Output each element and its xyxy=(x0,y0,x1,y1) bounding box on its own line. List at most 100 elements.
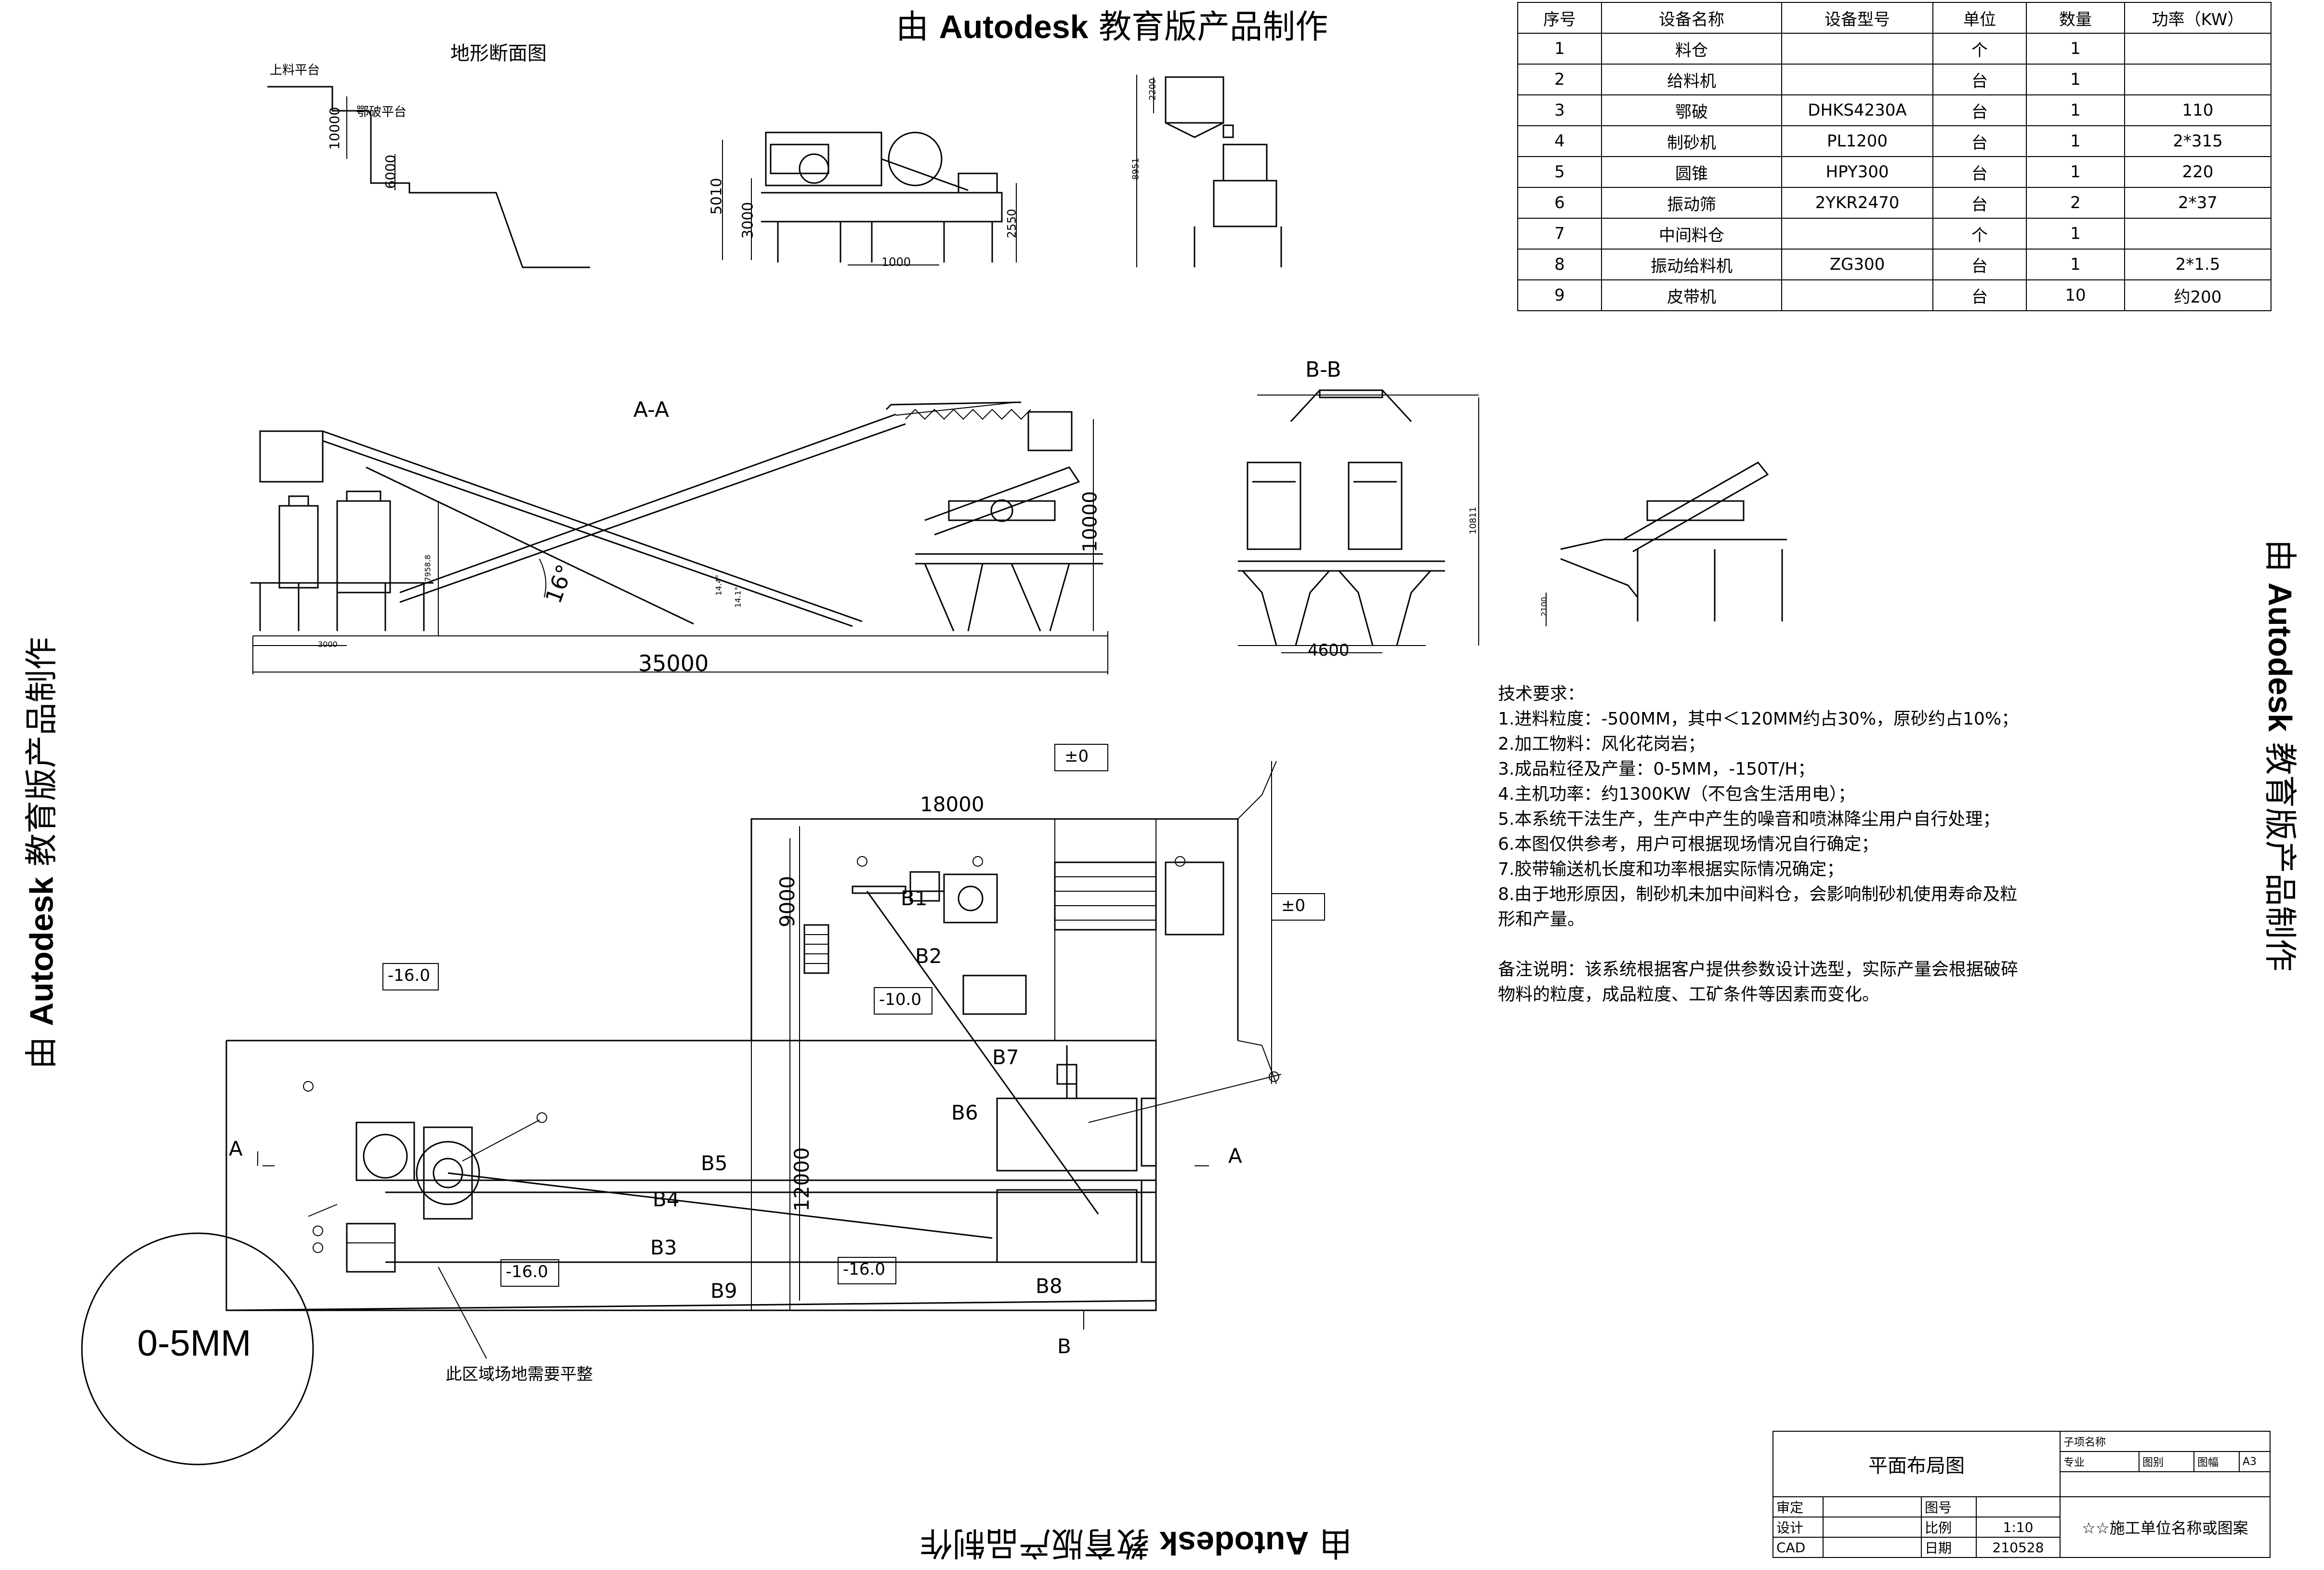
cell: 台 xyxy=(1932,64,2027,95)
subname-label: 子项名称 xyxy=(2060,1431,2271,1452)
remark-line: 物料的粒度，成品粒度、工矿条件等因素而变化。 xyxy=(1498,985,1880,1004)
blank-cell xyxy=(1976,1496,2061,1517)
cell: 台 xyxy=(1932,125,2027,157)
watermark-suffix: 教育版产品制作 xyxy=(23,637,61,867)
cell: 4 xyxy=(1517,125,1602,157)
note-item: 2.加工物料：风化花岗岩； xyxy=(1498,734,1706,754)
jaw-crusher-elevation xyxy=(722,132,1017,265)
cell: 制砂机 xyxy=(1601,125,1782,157)
cell: DHKS4230A xyxy=(1781,94,1933,126)
blank-cell xyxy=(1823,1496,1922,1517)
cell: 6 xyxy=(1517,187,1602,219)
cell xyxy=(1781,218,1933,250)
cell: 9 xyxy=(1517,279,1602,311)
terrain-profile xyxy=(267,86,590,268)
cell: ZG300 xyxy=(1781,249,1933,280)
header-index: 序号 xyxy=(1517,2,1602,34)
drawing-name: 平面布局图 xyxy=(1773,1431,2061,1497)
section-mark-a-left: A xyxy=(229,1137,243,1161)
date-value: 210528 xyxy=(1976,1537,2061,1558)
cell: 220 xyxy=(2124,156,2271,188)
section-bb xyxy=(1238,389,1479,653)
site-leveling-note: 此区域场地需要平整 xyxy=(446,1365,593,1384)
plan-elev-n16-b: -16.0 xyxy=(506,1262,548,1281)
dim-3000: 3000 xyxy=(739,202,757,239)
product-size-label: 0-5MM xyxy=(137,1323,251,1364)
cell: 2 xyxy=(1517,64,1602,95)
plan-elev-n10: -10.0 xyxy=(879,990,921,1009)
plan-elev-zero-1: ±0 xyxy=(1064,747,1089,766)
section-mark-b: B xyxy=(1057,1334,1071,1358)
terrain-title: 地形断面图 xyxy=(450,42,547,65)
section-bb-height: 10811 xyxy=(1468,506,1479,535)
section-aa-height: 10000 xyxy=(1079,491,1102,553)
cad-label: CAD xyxy=(1773,1537,1824,1558)
notes-title: 技术要求： xyxy=(1498,684,1585,704)
cell: 1 xyxy=(1517,33,1602,65)
header-model: 设备型号 xyxy=(1781,2,1933,34)
section-aa-tilt1: 14.4° xyxy=(714,574,723,596)
note-item: 5.本系统干法生产，生产中产生的噪音和喷淋降尘用户自行处理； xyxy=(1498,809,2000,829)
belt-b1: B1 xyxy=(901,886,928,910)
belt-b2: B2 xyxy=(915,944,942,968)
cell: 10 xyxy=(2026,279,2125,311)
cell: 皮带机 xyxy=(1601,279,1782,311)
major-label: 专业 xyxy=(2060,1451,2140,1472)
watermark-prefix: 由 xyxy=(896,8,929,46)
cell: 3 xyxy=(1517,94,1602,126)
cell: 2YKR2470 xyxy=(1781,187,1933,219)
dim-5010: 5010 xyxy=(708,178,725,215)
note-item: 1.进料粒度：-500MM，其中＜120MM约占30%，原砂约占10%； xyxy=(1498,709,2019,729)
terrain-upper-platform: 上料平台 xyxy=(270,63,320,78)
section-aa-dim-vert: 7958.8 xyxy=(423,554,433,582)
cell: 个 xyxy=(1932,33,2027,65)
side-view-dim: 2100 xyxy=(1539,597,1549,617)
header-qty: 数量 xyxy=(2026,2,2125,34)
plan-view xyxy=(81,744,1325,1465)
cone-elevation xyxy=(1136,75,1282,267)
bili-label: 比例 xyxy=(1921,1517,1977,1538)
title-block: 平面布局图 子项名称 专业 图别 图幅 A3 审定 图号 ☆☆施工单位名称或图案… xyxy=(1773,1431,2271,1558)
tubie-label: 图别 xyxy=(2139,1451,2194,1472)
section-bb-width: 4600 xyxy=(1308,641,1350,660)
blank-cell xyxy=(1823,1517,1922,1538)
cell: 料仓 xyxy=(1601,33,1782,65)
cell: 台 xyxy=(1932,187,2027,219)
cell xyxy=(1781,64,1933,95)
note-item: 7.胶带输送机长度和功率根据实际情况确定； xyxy=(1498,859,1844,879)
plan-dim-18000: 18000 xyxy=(920,792,985,816)
cell: 1 xyxy=(2026,156,2125,188)
terrain-dim-6000: 6000 xyxy=(382,154,399,189)
plan-elev-n16-c: -16.0 xyxy=(843,1260,885,1279)
cell: 2*1.5 xyxy=(2124,249,2271,280)
note-item: 3.成品粒径及产量：0-5MM，-150T/H； xyxy=(1498,759,1815,779)
section-aa-length: 35000 xyxy=(638,650,709,676)
table-header-row: 序号 设备名称 设备型号 单位 数量 功率（KW） xyxy=(1517,2,2271,34)
watermark-brand: Autodesk xyxy=(1159,1525,1309,1561)
cell: 1 xyxy=(2026,33,2125,65)
watermark-brand: Autodesk xyxy=(939,9,1089,45)
plan-dim-12000: 12000 xyxy=(790,1147,814,1212)
cell: 110 xyxy=(2124,94,2271,126)
section-aa-title: A-A xyxy=(633,397,670,422)
watermark-brand: Autodesk xyxy=(23,877,60,1026)
sheet-size: A3 xyxy=(2239,1451,2271,1472)
cell xyxy=(2124,218,2271,250)
watermark-bottom: 由 Autodesk 教育版产品制作 xyxy=(920,1522,1352,1570)
cell: 台 xyxy=(1932,94,2027,126)
cell: 2 xyxy=(2026,187,2125,219)
cell: 圆锥 xyxy=(1601,156,1782,188)
blank-cell xyxy=(1823,1537,1922,1558)
cell: 2*315 xyxy=(2124,125,2271,157)
cell: 5 xyxy=(1517,156,1602,188)
cell: 1 xyxy=(2026,125,2125,157)
blank-cell xyxy=(2060,1471,2271,1497)
plan-elev-zero-2: ±0 xyxy=(1281,896,1306,915)
watermark-left: 由 Autodesk 教育版产品制作 xyxy=(15,540,63,1069)
cell: 台 xyxy=(1932,279,2027,311)
